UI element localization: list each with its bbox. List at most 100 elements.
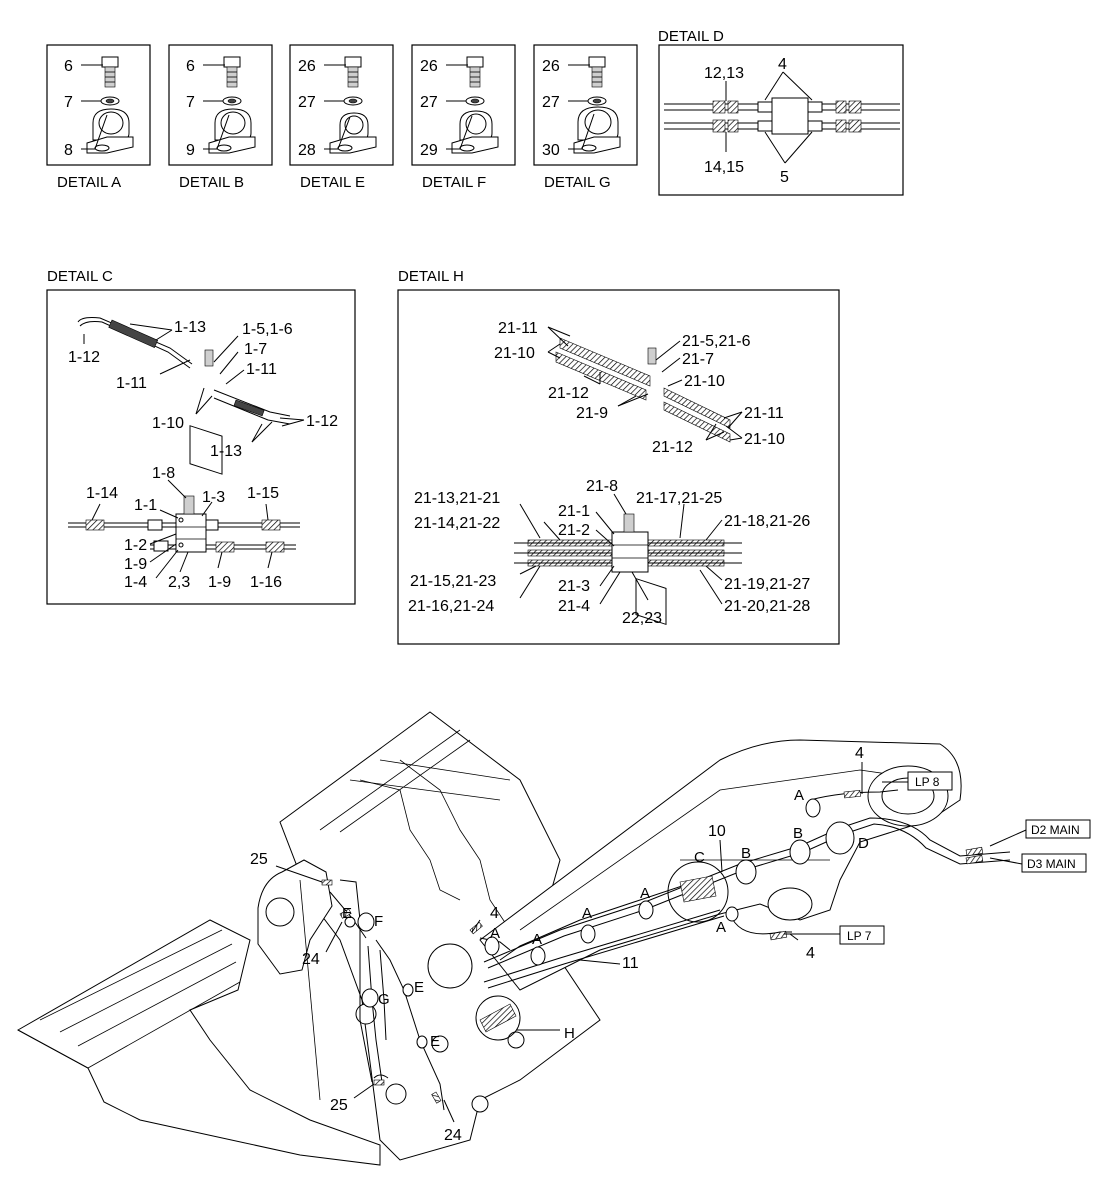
detail-h-lower-label-4: 21-1 — [558, 503, 590, 520]
main-number-3: 4 — [806, 945, 815, 962]
detail-h-lower-label-1: 21-8 — [586, 478, 618, 495]
main-number-5: 4 — [490, 905, 499, 922]
tag-lp7-text: LP 7 — [847, 929, 872, 943]
detail-h-lower-label-9: 21-3 — [558, 578, 590, 595]
detail-c-upper-label-5: 1-11 — [246, 361, 277, 378]
detail-d-fittings — [712, 97, 862, 135]
detail-h-lower-label-8: 21-15,21-23 — [410, 573, 496, 590]
tag-lp8: LP 8 — [907, 771, 953, 791]
detail-c-upper-label-8: 1-12 — [306, 413, 338, 430]
tag-lp7: LP 7 — [839, 925, 885, 945]
detail-e-label-2: 27 — [298, 94, 316, 111]
detail-a-title: DETAIL A — [57, 174, 121, 191]
detail-e-title: DETAIL E — [300, 174, 365, 191]
main-letter-h: H — [564, 1025, 575, 1042]
main-letter-a-3: A — [582, 905, 592, 922]
detail-b-title: DETAIL B — [179, 174, 244, 191]
main-letter-f: F — [374, 913, 383, 930]
detail-a-label-1: 6 — [64, 58, 73, 75]
main-letter-a-1: A — [794, 787, 804, 804]
main-number-1: 4 — [855, 745, 864, 762]
detail-h-upper-label-7: 21-9 — [576, 405, 608, 422]
main-letter-a-4: A — [532, 931, 542, 948]
detail-c-upper-label-7: 1-10 — [152, 415, 184, 432]
main-leaders — [275, 762, 1027, 1123]
detail-f-panel: 26 27 29 DETAIL F — [411, 44, 516, 191]
detail-a-label-3: 8 — [64, 142, 73, 159]
main-assembly: 4 10 4 11 4 25 24 25 24 A B B C D A A A … — [16, 711, 1091, 1166]
detail-f-label-2: 27 — [420, 94, 438, 111]
detail-c-lower-label-9: 2,3 — [168, 574, 190, 591]
detail-c-upper-label-1: 1-13 — [174, 319, 206, 336]
detail-c-lower-label-2: 1-14 — [86, 485, 118, 502]
detail-c-title: DETAIL C — [47, 268, 113, 285]
detail-c-lower-label-1: 1-8 — [152, 465, 175, 482]
detail-c-lower-label-8: 1-4 — [124, 574, 147, 591]
detail-g-label-2: 27 — [542, 94, 560, 111]
tag-d3-main: D3 MAIN — [1021, 853, 1087, 873]
detail-f-title: DETAIL F — [422, 174, 486, 191]
main-number-2: 10 — [708, 823, 726, 840]
detail-c-upper-label-4: 1-12 — [68, 349, 100, 366]
detail-c-upper-label-2: 1-5,1-6 — [242, 321, 293, 338]
arm — [257, 711, 601, 1161]
detail-h-upper-label-1: 21-11 — [498, 320, 538, 337]
detail-e-label-1: 26 — [298, 58, 316, 75]
detail-e-panel: 26 27 28 DETAIL E — [289, 44, 394, 191]
detail-c-lower-label-6: 1-2 — [124, 537, 147, 554]
detail-d-panel: DETAIL D 12,13 4 14,15 — [658, 28, 904, 196]
detail-h-lower-label-2: 21-13,21-21 — [414, 490, 500, 507]
main-letter-g: G — [378, 991, 390, 1008]
detail-d-title: DETAIL D — [658, 28, 724, 45]
detail-g-panel: 26 27 30 DETAIL G — [533, 44, 638, 191]
detail-d-label-tr: 4 — [778, 56, 787, 73]
main-letter-a-2: A — [640, 885, 650, 902]
detail-h-upper-label-6: 21-12 — [548, 385, 589, 402]
tag-d3-main-text: D3 MAIN — [1027, 857, 1076, 871]
detail-g-title: DETAIL G — [544, 174, 611, 191]
main-letter-c: C — [694, 849, 705, 866]
detail-d-label-bl: 14,15 — [704, 159, 744, 176]
detail-d-label-br: 5 — [780, 169, 789, 186]
detail-h-lower-label-6: 21-18,21-26 — [724, 513, 810, 530]
main-number-4: 11 — [622, 955, 639, 972]
detail-h-panel: DETAIL H 21-11 21-10 21-5,21-6 21-7 — [397, 268, 840, 645]
main-letter-b-1: B — [741, 845, 751, 862]
detail-c-lower-label-4: 1-1 — [134, 497, 157, 514]
detail-c-upper-label-3: 1-7 — [244, 341, 267, 358]
detail-b-label-1: 6 — [186, 58, 195, 75]
detail-h-lower-label-12: 21-4 — [558, 598, 590, 615]
detail-h-upper-label-8: 21-11 — [744, 405, 784, 422]
detail-h-lower-label-13: 21-20,21-28 — [724, 598, 810, 615]
detail-h-upper-label-4: 21-7 — [682, 351, 714, 368]
main-letter-a-6: A — [716, 919, 726, 936]
main-letter-e-2: E — [414, 979, 424, 996]
detail-b-label-2: 7 — [186, 94, 195, 111]
detail-c-upper-label-9: 1-13 — [210, 443, 242, 460]
detail-h-lower-label-11: 21-16,21-24 — [408, 598, 494, 615]
detail-h-upper-hoses — [555, 337, 731, 443]
detail-h-upper-label-3: 21-5,21-6 — [682, 333, 751, 350]
tag-lp8-text: LP 8 — [915, 775, 940, 789]
detail-h-lower-label-14: 22,23 — [622, 610, 662, 627]
main-number-6: 25 — [250, 851, 268, 868]
detail-a-panel: 6 7 8 DETAIL A — [46, 44, 151, 191]
detail-g-label-3: 30 — [542, 142, 560, 159]
detail-h-upper-label-2: 21-10 — [494, 345, 535, 362]
detail-h-upper-label-5: 21-10 — [684, 373, 725, 390]
detail-h-lower-label-3: 21-17,21-25 — [636, 490, 722, 507]
detail-h-lower-label-10: 21-19,21-27 — [724, 576, 810, 593]
detail-h-title: DETAIL H — [398, 268, 464, 285]
tag-d2-main: D2 MAIN — [1025, 819, 1091, 839]
detail-c-lower-label-3: 1-15 — [247, 485, 279, 502]
bucket — [16, 919, 381, 1166]
detail-h-upper-label-9: 21-10 — [744, 431, 785, 448]
detail-f-label-1: 26 — [420, 58, 438, 75]
detail-c-lower-label-5: 1-3 — [202, 489, 225, 506]
detail-e-label-3: 28 — [298, 142, 316, 159]
main-letter-d: D — [858, 835, 869, 852]
detail-c-panel: DETAIL C 1-13 1-5,1-6 1-7 1-12 1-11 1-1 1… — [46, 268, 356, 605]
detail-d-label-tl: 12,13 — [704, 65, 744, 82]
main-letter-e-3: E — [430, 1033, 440, 1050]
